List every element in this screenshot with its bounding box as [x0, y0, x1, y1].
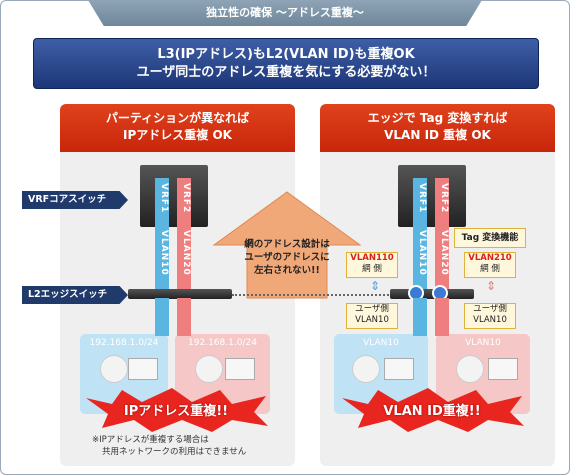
- left-pc-2-icon: [225, 358, 255, 380]
- left-vlan20-drop: [177, 298, 191, 336]
- right-vlan20-label: VLAN20: [439, 230, 449, 276]
- left-pc-1-icon: [128, 358, 158, 380]
- left-vrf1-label: VRF1: [159, 182, 169, 214]
- right-vrf1-label: VRF1: [417, 182, 427, 214]
- right-pc-2-icon: [488, 358, 518, 380]
- left-header-line-1: パーティションが異なれば: [105, 111, 250, 125]
- net-side-callout-1: VLAN110 網 側: [346, 252, 398, 278]
- user-side-1-label: ユーザ側: [355, 304, 389, 314]
- left-user-1-avatar: [100, 355, 128, 383]
- arrow-text: 網のアドレス設計は ユーザのアドレスに 左右されない!!: [228, 238, 346, 277]
- left-burst-icon: [86, 388, 268, 432]
- right-zone-1-label: VLAN10: [363, 338, 399, 348]
- user-side-2-label: ユーザ側: [473, 304, 507, 314]
- net-side-2-vlan: VLAN210: [468, 253, 512, 263]
- right-panel-header: エッジで Tag 変換すれば VLAN ID 重複 OK: [320, 104, 555, 152]
- left-header-line-2: IPアドレス重複 OK: [123, 128, 232, 142]
- net-side-2-label: 網 側: [480, 264, 500, 274]
- net-side-1-label: 網 側: [362, 264, 382, 274]
- tag-function-callout: Tag 変換機能: [454, 228, 526, 248]
- user-side-callout-2: ユーザ側 VLAN10: [464, 303, 516, 329]
- left-vlan10-label: VLAN10: [159, 230, 169, 276]
- left-vlan10-drop: [155, 298, 169, 336]
- left-vlan10-bar: [155, 178, 169, 298]
- banner-line-1: L3(IPアドレス)もL2(VLAN ID)も重複OK: [157, 47, 415, 62]
- left-ip-2: 192.168.1.0/24: [188, 338, 257, 348]
- updown-arrow-2-icon: ⇕: [486, 279, 497, 293]
- right-pc-1-icon: [384, 358, 414, 380]
- left-vrf2-label: VRF2: [181, 182, 191, 214]
- shared-link: [232, 294, 392, 296]
- right-vlan20-drop: [435, 298, 449, 336]
- net-side-callout-2: VLAN210 網 側: [464, 252, 516, 278]
- left-user-2-avatar: [195, 355, 223, 383]
- right-vlan10-label: VLAN10: [417, 230, 427, 276]
- arrow-text-line-3: 左右されない!!: [254, 265, 320, 276]
- diagram-title: 独立性の確保 〜アドレス重複〜: [88, 0, 482, 26]
- left-vlan20-label: VLAN20: [181, 230, 191, 276]
- right-vlan20-bar: [435, 178, 449, 298]
- left-note-line-1: ※IPアドレスが重複する場合は: [92, 435, 209, 445]
- net-side-1-vlan: VLAN110: [350, 253, 394, 263]
- user-side-2-vlan: VLAN10: [473, 315, 507, 325]
- up-arrow-icon: [212, 191, 362, 299]
- left-note-line-2: 共用ネットワークの利用はできません: [102, 447, 247, 457]
- left-vlan20-bar: [177, 178, 191, 298]
- right-burst-icon: [342, 388, 524, 432]
- right-burst-text: VLAN ID重複!!: [383, 404, 481, 419]
- right-header-line-2: VLAN ID 重複 OK: [384, 128, 491, 142]
- left-edge-switch: [128, 289, 232, 299]
- left-core-switch: [140, 165, 208, 227]
- user-side-1-vlan: VLAN10: [355, 315, 389, 325]
- right-vlan10-drop: [413, 298, 427, 336]
- right-user-1-avatar: [352, 355, 380, 383]
- user-side-callout-1: ユーザ側 VLAN10: [346, 303, 398, 329]
- updown-arrow-1-icon: ⇕: [370, 279, 381, 293]
- left-burst-text: IPアドレス重複!!: [123, 404, 229, 419]
- left-panel-header: パーティションが異なれば IPアドレス重複 OK: [60, 104, 295, 152]
- left-ip-1: 192.168.1.0/24: [89, 338, 159, 348]
- headline-banner: L3(IPアドレス)もL2(VLAN ID)も重複OK ユーザ同士のアドレス重複…: [33, 38, 539, 89]
- core-switch-label: VRFコアスイッチ: [22, 191, 128, 209]
- right-user-2-avatar: [456, 355, 484, 383]
- edge-switch-label: L2エッジスイッチ: [22, 286, 128, 304]
- right-zone-2-label: VLAN10: [465, 338, 501, 348]
- arrow-text-line-1: 網のアドレス設計は: [244, 239, 330, 250]
- right-vrf2-label: VRF2: [439, 182, 449, 214]
- arrow-text-line-2: ユーザのアドレスに: [244, 252, 330, 263]
- right-core-switch: [398, 165, 466, 227]
- right-header-line-1: エッジで Tag 変換すれば: [367, 111, 508, 125]
- banner-line-2: ユーザ同士のアドレス重複を気にする必要がない！: [136, 65, 436, 80]
- right-vlan10-bar: [413, 178, 427, 298]
